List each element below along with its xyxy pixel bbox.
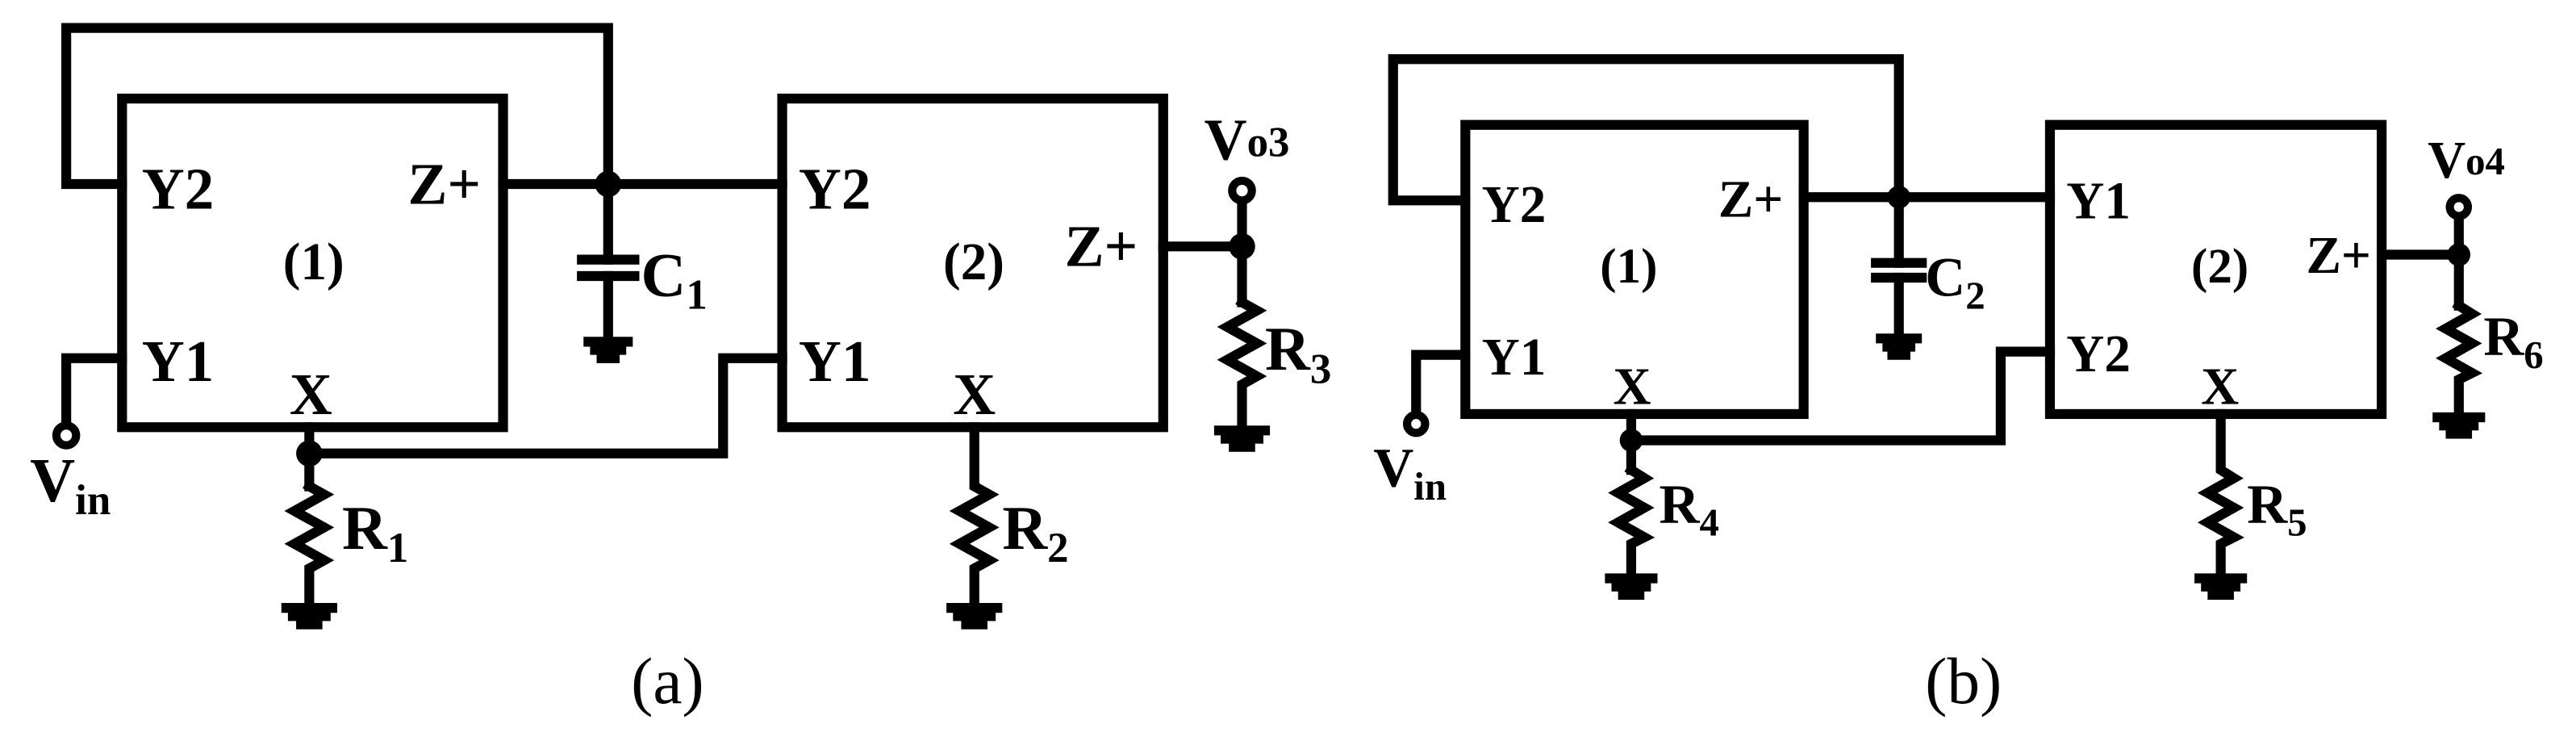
pin-y2-b1-b: Y2: [1482, 176, 1547, 234]
block2-id-a: (2): [943, 233, 1004, 291]
vout-terminal-a: [1228, 176, 1256, 205]
resistor-r2: [946, 422, 1003, 630]
label-r2: R2: [1002, 493, 1068, 571]
resistor-r4: [1605, 463, 1658, 600]
vin-wire-b: [1411, 350, 1471, 420]
node-dot-out-a: [1229, 233, 1255, 260]
caption-b: (b): [1925, 644, 2002, 718]
pin-zplus-b1-a: Z+: [407, 151, 481, 216]
pin-y1-b1-a: Y1: [142, 329, 215, 394]
block1-id-b: (1): [1600, 240, 1657, 294]
resistor-r3: [1213, 295, 1271, 452]
label-r5: R5: [2247, 472, 2307, 544]
label-r4: R4: [1660, 472, 1719, 544]
caption-a: (a): [631, 644, 703, 718]
node-dot-x1-a: [296, 440, 323, 467]
label-vo3: Vo3: [1204, 107, 1290, 172]
pin-y2-b2-a: Y2: [799, 157, 871, 222]
pin-y1-b1-b: Y1: [1482, 329, 1547, 387]
label-c1: C1: [641, 240, 708, 318]
label-vin-a: Vin: [30, 446, 111, 524]
resistor-r6: [2432, 299, 2486, 439]
capacitor-c2: [1871, 192, 1927, 360]
resistor-r5: [2194, 408, 2248, 600]
circuit-b: C2 Vin R4 R5 Vo4: [1373, 54, 2544, 718]
label-c2: C2: [1925, 245, 1985, 317]
pin-zplus-b2-b: Z+: [2306, 227, 2371, 285]
pin-zplus-b2-a: Z+: [1065, 214, 1138, 279]
x-to-y1-wire-a: [304, 353, 787, 458]
pin-y2-b2-b: Y2: [2066, 325, 2131, 383]
label-r3: R3: [1265, 314, 1331, 392]
vout-terminal-b: [2445, 194, 2473, 220]
feedback-wire-a: [61, 23, 613, 190]
pin-x-b1-a: X: [290, 362, 332, 427]
pin-y1-b2-a: Y1: [799, 329, 871, 394]
pin-x-b2-b: X: [2201, 358, 2239, 417]
pin-x-b1-b: X: [1614, 358, 1651, 417]
block2-id-b: (2): [2191, 240, 2248, 294]
label-r1: R1: [342, 493, 408, 571]
label-vin-b: Vin: [1373, 437, 1447, 509]
pin-x-b2-a: X: [953, 362, 996, 427]
label-r6: R6: [2483, 305, 2543, 377]
vin-wire-a: [61, 353, 127, 429]
resistor-r1: [281, 479, 337, 630]
node-dot-x1-b: [1619, 429, 1643, 452]
block1-id-a: (1): [283, 233, 344, 291]
capacitor-c1: [577, 178, 640, 363]
label-vo4: Vo4: [2428, 132, 2505, 190]
pin-zplus-b1-b: Z+: [1718, 171, 1784, 229]
x-to-y2-wire-b: [1626, 346, 2056, 446]
vin-terminal-b: [1402, 410, 1430, 437]
circuit-a: C1 Vin R1 R2 Vo3: [30, 23, 1331, 718]
node-dot-out-b: [2447, 243, 2471, 266]
feedback-wire-b: [1388, 54, 1904, 206]
pin-y2-b1-a: Y2: [142, 157, 215, 222]
vin-terminal-a: [52, 421, 81, 450]
pin-y1-b2-b: Y1: [2066, 173, 2131, 231]
